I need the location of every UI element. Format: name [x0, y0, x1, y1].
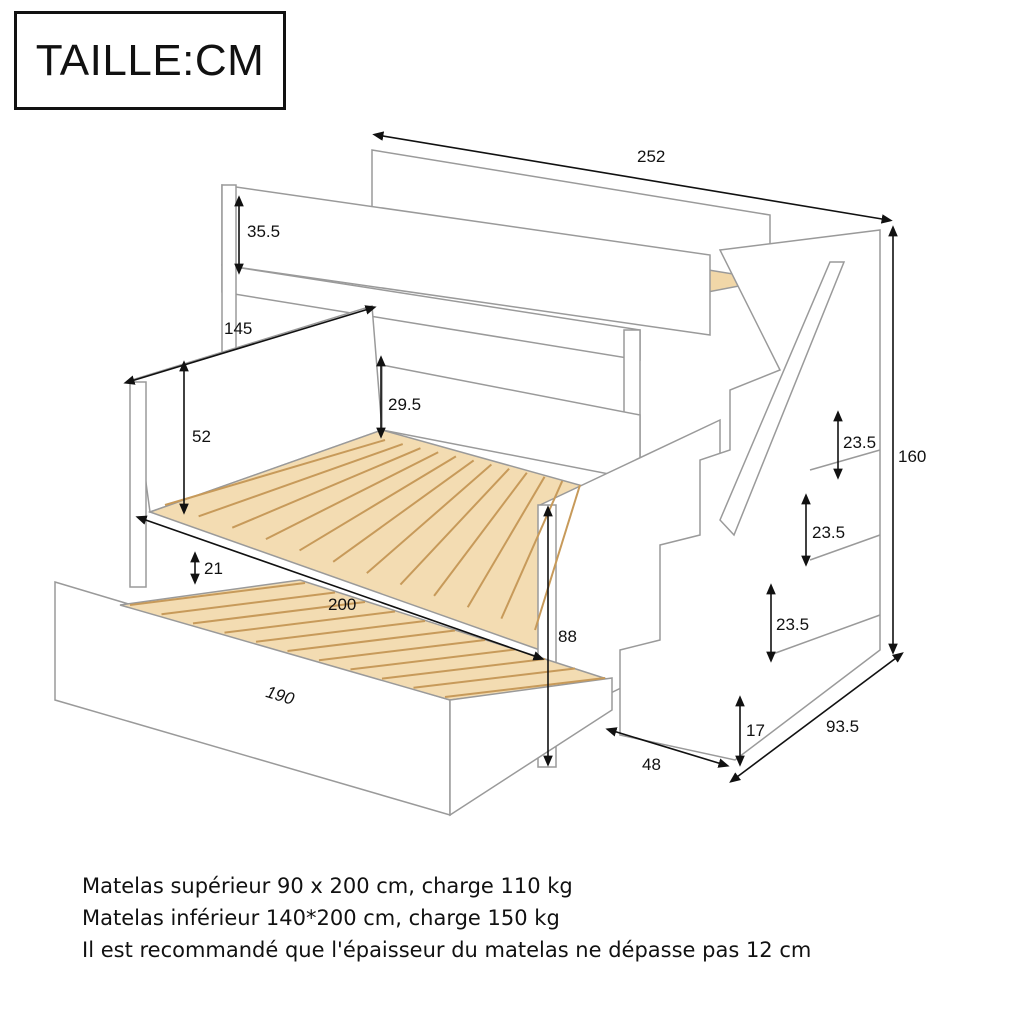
dim-shelf-1: 23.5	[843, 433, 876, 452]
shelf-line-1	[809, 449, 881, 471]
dim-lower-rail-height: 29.5	[388, 395, 421, 414]
dim-headboard-height: 52	[192, 427, 211, 446]
dim-shelf-2: 23.5	[812, 523, 845, 542]
dim-line-lower-width	[123, 305, 377, 385]
lower-slat	[198, 443, 404, 518]
note-upper-mattress: Matelas supérieur 90 x 200 cm, charge 11…	[82, 874, 573, 898]
dim-lower-width: 145	[224, 319, 252, 338]
mattress-notes: Matelas supérieur 90 x 200 cm, charge 11…	[82, 870, 982, 966]
note-lower-mattress: Matelas inférieur 140*200 cm, charge 150…	[82, 906, 560, 930]
dimension-lines	[123, 131, 904, 783]
dim-total-depth: 93.5	[826, 717, 859, 736]
unit-label: TAILLE:CM	[35, 35, 265, 85]
trundle-slat	[381, 658, 546, 680]
stair-handrail	[719, 261, 846, 537]
dim-side-height: 88	[558, 627, 577, 646]
dim-total-height: 160	[898, 447, 926, 466]
shelf-line-2	[809, 534, 881, 561]
dim-stair-width: 48	[642, 755, 661, 774]
upper-post-left	[221, 184, 237, 376]
dim-line-lower-length	[135, 515, 545, 661]
note-mattress-thickness: Il est recommandé que l'épaisseur du mat…	[82, 938, 812, 962]
trundle-side	[449, 677, 613, 817]
dimension-labels: 252 35.5 145 52 29.5 21 200 190 88 160 2…	[192, 147, 926, 774]
dim-line-total-length	[372, 131, 893, 224]
dim-step-height: 17	[746, 721, 765, 740]
dim-total-length: 252	[637, 147, 665, 166]
dim-shelf-3: 23.5	[776, 615, 809, 634]
dim-upper-rail-height: 35.5	[247, 222, 280, 241]
dim-line-total-depth	[729, 652, 904, 783]
bed-illustration	[54, 149, 881, 817]
trundle-slat	[444, 677, 606, 698]
dim-lower-length: 200	[328, 595, 356, 614]
dim-trundle-height: 21	[204, 559, 223, 578]
lower-slat	[164, 439, 386, 506]
dim-line-stair-width	[605, 727, 730, 768]
lower-slat	[231, 447, 421, 529]
shelf-line-3	[769, 614, 881, 656]
unit-label-box: TAILLE:CM	[14, 11, 286, 110]
headboard-post	[129, 381, 147, 588]
